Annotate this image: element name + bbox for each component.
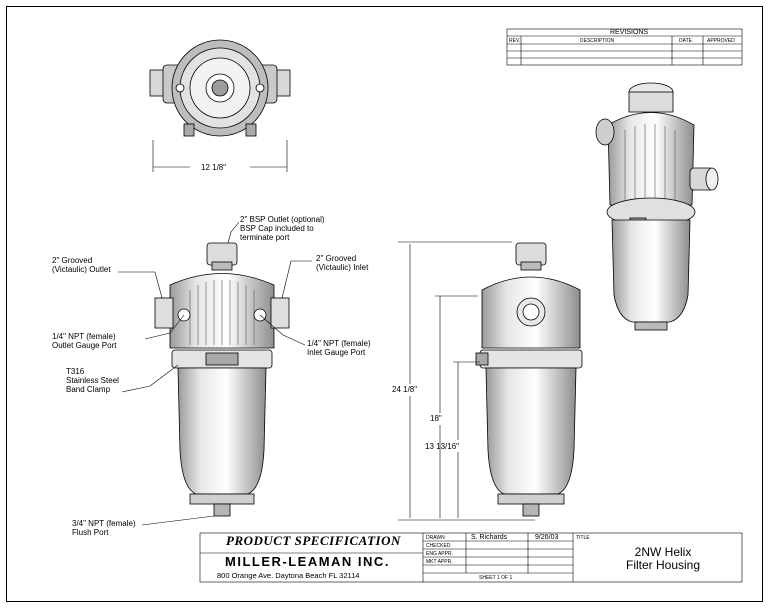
product-specification-title: PRODUCT SPECIFICATION (226, 533, 401, 548)
side-view (475, 242, 583, 517)
grooved-outlet-callout: 2" Grooved (Victaulic) Outlet (52, 256, 111, 274)
rev-header-approved: APPROVED (707, 38, 735, 44)
rev-header-rev: REV. (509, 38, 521, 44)
isometric-view (595, 82, 719, 331)
checked-label: CHECKED (426, 543, 451, 549)
drawing-sheet-border (6, 6, 763, 602)
rev-header-date: DATE (679, 38, 692, 44)
drawn-date: 9/26/03 (535, 534, 559, 541)
mkt-appr-label: MKT APPR. (426, 559, 453, 565)
top-view (149, 39, 291, 137)
sheet-number: SHEET 1 OF 1 (479, 575, 513, 581)
title-label: TITLE (576, 535, 590, 541)
company-name: MILLER-LEAMAN INC. (225, 554, 390, 569)
leader-lines (118, 221, 312, 526)
bsp-outlet-callout: 2" BSP Outlet (optional) BSP Cap include… (240, 215, 325, 242)
eighteen-inch-dimension-text: 18" (430, 414, 442, 423)
band-clamp-callout: T316 Stainless Steel Band Clamp (66, 367, 119, 394)
drawn-label: DRAWN (426, 535, 445, 541)
flush-port-callout: 3/4" NPT (female) Flush Port (72, 519, 136, 537)
revisions-title: REVISIONS (610, 29, 649, 36)
front-view (154, 242, 290, 517)
outlet-gauge-port-callout: 1/4" NPT (female) Outlet Gauge Port (52, 332, 117, 350)
title-block (199, 532, 743, 583)
grooved-inlet-callout: 2" Grooved (Victaulic) Inlet (316, 254, 369, 272)
eng-appr-label: ENG APPR. (426, 551, 453, 557)
inlet-gauge-port-callout: 1/4" NPT (female) Inlet Gauge Port (307, 339, 371, 357)
overall-height-dimension-text: 24 1/8" (392, 385, 418, 394)
side-dimensions (398, 241, 535, 521)
rev-header-description: DESCRIPTION (580, 38, 615, 44)
drawn-name: S. Richards (471, 534, 508, 541)
product-name: 2NW Helix Filter Housing (625, 545, 701, 572)
top-width-dimension (152, 140, 288, 172)
thirteen-inch-dimension-text: 13 13/16" (425, 442, 459, 451)
company-address: 800 Orange Ave. Daytona Beach FL 32114 (217, 571, 360, 580)
top-width-dimension-text: 12 1/8" (201, 163, 227, 172)
revisions-table (506, 28, 743, 66)
